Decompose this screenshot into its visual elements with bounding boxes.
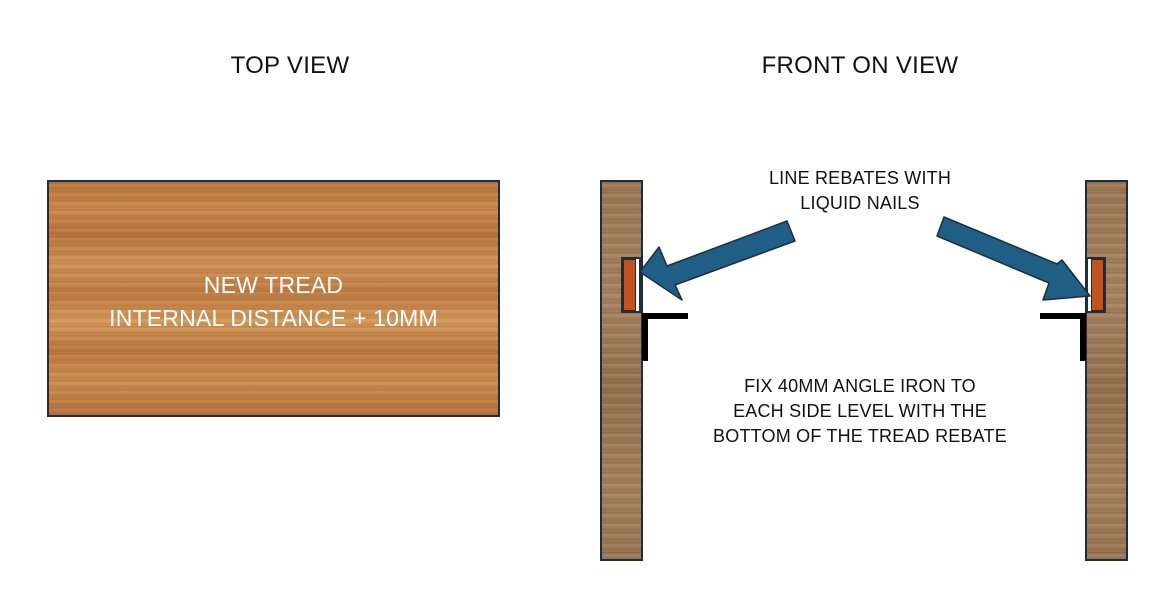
right-liquid-nails-layer: [1091, 259, 1104, 311]
left-liquid-nails-layer: [623, 259, 636, 311]
left-angle-iron-vertical: [642, 313, 648, 361]
angle-iron-note-line1: FIX 40MM ANGLE IRON TO: [744, 376, 976, 396]
angle-iron-note: FIX 40MM ANGLE IRON TO EACH SIDE LEVEL W…: [690, 374, 1030, 449]
angle-iron-note-line3: BOTTOM OF THE TREAD REBATE: [713, 426, 1007, 446]
front-view-heading: FRONT ON VIEW: [761, 52, 959, 79]
rebate-note: LINE REBATES WITH LIQUID NAILS: [720, 166, 1000, 216]
top-view-heading: TOP VIEW: [230, 52, 350, 79]
left-stringer-wall: [600, 180, 643, 561]
right-angle-iron-vertical: [1080, 313, 1086, 361]
left-callout-arrow: [639, 220, 796, 301]
angle-iron-note-line2: EACH SIDE LEVEL WITH THE: [733, 401, 987, 421]
right-callout-arrow: [936, 216, 1091, 301]
rebate-note-line2: LIQUID NAILS: [800, 193, 920, 213]
right-stringer-wall: [1085, 180, 1128, 561]
left-angle-iron-horizontal: [642, 313, 688, 319]
rebate-note-line1: LINE REBATES WITH: [768, 168, 952, 188]
tread-label-line2: INTERNAL DISTANCE + 10MM: [109, 305, 438, 331]
new-tread-board: NEW TREAD INTERNAL DISTANCE + 10MM: [47, 180, 500, 417]
right-angle-iron-horizontal: [1040, 313, 1086, 319]
tread-label-line1: NEW TREAD: [203, 272, 344, 298]
